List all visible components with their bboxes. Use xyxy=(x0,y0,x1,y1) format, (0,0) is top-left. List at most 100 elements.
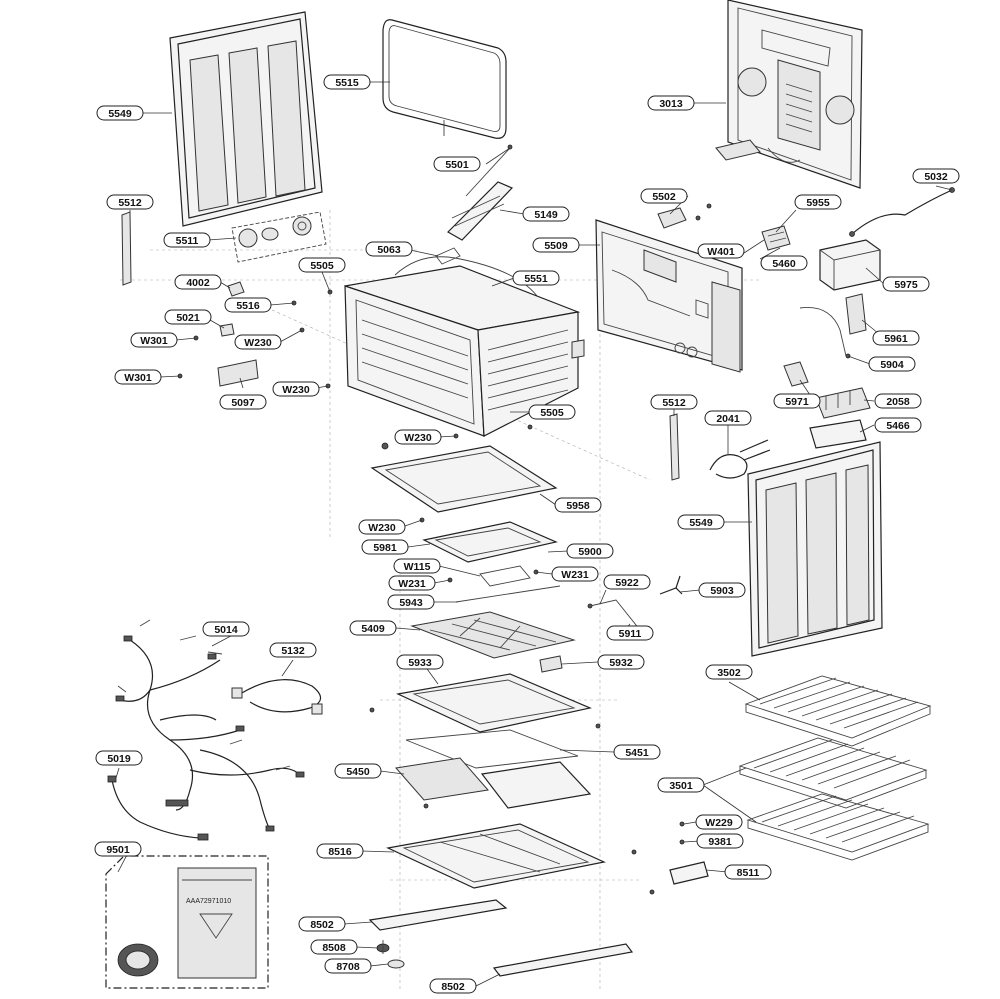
label-5958: 5958 xyxy=(554,497,602,513)
part-leveling-rails xyxy=(368,899,634,977)
label-W231-b: W231 xyxy=(551,566,599,582)
label-5460: 5460 xyxy=(760,255,808,271)
svg-text:5961: 5961 xyxy=(884,333,908,345)
svg-text:5922: 5922 xyxy=(615,577,639,589)
label-5975: 5975 xyxy=(882,276,930,292)
svg-text:2058: 2058 xyxy=(886,396,910,408)
part-vent-bracket xyxy=(447,181,514,241)
label-W230-a: W230 xyxy=(234,334,282,350)
svg-text:5903: 5903 xyxy=(710,585,734,597)
svg-text:5063: 5063 xyxy=(377,244,401,256)
label-3501: 3501 xyxy=(657,777,705,793)
label-5466: 5466 xyxy=(874,417,922,433)
label-5451: 5451 xyxy=(613,744,661,760)
label-5933: 5933 xyxy=(396,654,444,670)
label-5450: 5450 xyxy=(334,763,382,779)
label-5132: 5132 xyxy=(269,642,317,658)
svg-text:5516: 5516 xyxy=(236,300,260,312)
part-cable-5032 xyxy=(849,187,955,237)
label-5549-lower: 5549 xyxy=(677,514,725,530)
label-5922: 5922 xyxy=(603,574,651,590)
label-5900: 5900 xyxy=(566,543,614,559)
svg-text:5943: 5943 xyxy=(399,597,423,609)
svg-text:5032: 5032 xyxy=(924,171,948,183)
label-5971: 5971 xyxy=(773,393,821,409)
label-5981: 5981 xyxy=(361,539,409,555)
part-wire-5019 xyxy=(107,775,209,841)
part-power-cord xyxy=(231,679,323,715)
label-9381: 9381 xyxy=(696,833,744,849)
label-8502-a: 8502 xyxy=(298,916,346,932)
svg-text:3013: 3013 xyxy=(659,98,683,110)
svg-text:5505: 5505 xyxy=(310,260,334,272)
svg-text:W230: W230 xyxy=(282,384,310,396)
part-sensor-probe xyxy=(465,144,513,197)
svg-text:5955: 5955 xyxy=(806,197,830,209)
svg-text:5515: 5515 xyxy=(335,77,359,89)
part-lower-frame xyxy=(369,673,601,733)
part-sensor-5971 xyxy=(783,361,809,387)
label-3013: 3013 xyxy=(647,95,695,111)
svg-text:5014: 5014 xyxy=(214,624,238,636)
part-wire-harness xyxy=(115,619,305,832)
label-5955: 5955 xyxy=(794,194,842,210)
svg-text:5466: 5466 xyxy=(886,420,910,432)
svg-text:W301: W301 xyxy=(124,372,152,384)
svg-text:5019: 5019 xyxy=(107,753,131,765)
svg-text:W231: W231 xyxy=(398,578,426,590)
label-W301-b: W301 xyxy=(114,369,162,385)
svg-text:W401: W401 xyxy=(707,246,735,258)
label-8516: 8516 xyxy=(316,843,364,859)
label-5014: 5014 xyxy=(202,621,250,637)
label-5904: 5904 xyxy=(868,356,916,372)
label-5549-upper: 5549 xyxy=(96,105,144,121)
part-anti-tip-bracket xyxy=(631,821,709,895)
label-W401: W401 xyxy=(697,243,745,259)
part-bracket-5466 xyxy=(809,419,867,449)
label-2041: 2041 xyxy=(704,410,752,426)
label-5932: 5932 xyxy=(597,654,645,670)
svg-text:8502: 8502 xyxy=(310,919,334,931)
label-3502: 3502 xyxy=(705,664,753,680)
label-8708: 8708 xyxy=(324,958,372,974)
label-5515: 5515 xyxy=(323,74,371,90)
label-5063: 5063 xyxy=(365,241,413,257)
part-hinge-receptacle-right xyxy=(669,413,680,481)
svg-text:5097: 5097 xyxy=(231,397,255,409)
svg-text:8516: 8516 xyxy=(328,846,352,858)
part-bake-element xyxy=(419,517,561,603)
svg-text:5501: 5501 xyxy=(445,159,469,171)
svg-text:5509: 5509 xyxy=(544,240,568,252)
svg-text:5549: 5549 xyxy=(689,517,713,529)
svg-text:W229: W229 xyxy=(705,817,733,829)
label-8511: 8511 xyxy=(724,864,772,880)
part-door-lamp xyxy=(231,211,327,263)
svg-text:5551: 5551 xyxy=(524,273,548,285)
svg-text:5451: 5451 xyxy=(625,747,649,759)
part-door-frame-lower xyxy=(747,441,883,657)
svg-text:5975: 5975 xyxy=(894,279,918,291)
label-5512-left: 5512 xyxy=(106,194,154,210)
svg-text:W231: W231 xyxy=(561,569,589,581)
label-5501: 5501 xyxy=(433,156,481,172)
svg-text:W115: W115 xyxy=(404,561,431,573)
part-rack-3501-lower xyxy=(746,793,930,861)
svg-text:8508: 8508 xyxy=(322,942,346,954)
label-5409: 5409 xyxy=(349,620,397,636)
svg-text:5971: 5971 xyxy=(785,396,809,408)
label-5516: 5516 xyxy=(224,297,272,313)
label-5505-mid: 5505 xyxy=(528,404,576,420)
label-5512-right: 5512 xyxy=(650,394,698,410)
label-W229: W229 xyxy=(695,814,743,830)
label-5505-top: 5505 xyxy=(298,257,346,273)
svg-text:5021: 5021 xyxy=(176,312,200,324)
svg-text:8708: 8708 xyxy=(336,961,360,973)
svg-text:5904: 5904 xyxy=(880,359,904,371)
label-5097: 5097 xyxy=(219,394,267,410)
label-5032: 5032 xyxy=(912,168,960,184)
svg-text:3501: 3501 xyxy=(669,780,693,792)
label-5149: 5149 xyxy=(522,206,570,222)
svg-text:9381: 9381 xyxy=(708,836,732,848)
part-rack-3501-upper xyxy=(738,737,928,809)
svg-text:2041: 2041 xyxy=(716,413,740,425)
